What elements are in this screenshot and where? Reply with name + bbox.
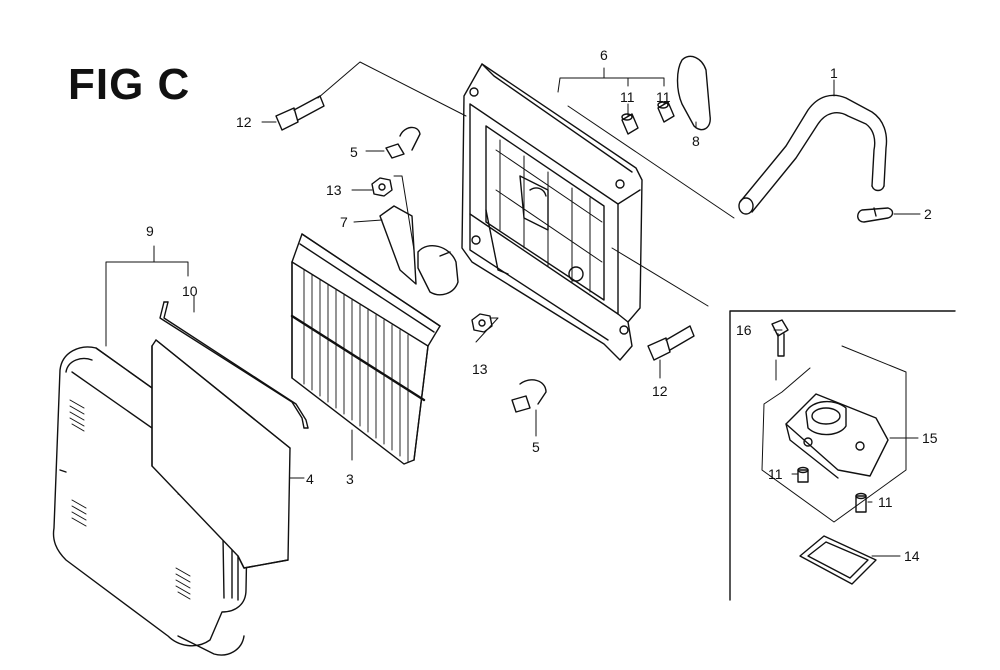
callout-10: 10	[182, 283, 198, 299]
callout-11d: 11	[878, 494, 893, 510]
figure-title: FIG C	[68, 60, 191, 109]
callout-15: 15	[922, 430, 938, 446]
collar-11a	[621, 113, 639, 135]
callout-1: 1	[830, 65, 838, 81]
nut-13b	[471, 313, 493, 333]
inset-frame	[729, 310, 956, 601]
seal-ring	[159, 301, 309, 429]
callout-8: 8	[692, 133, 700, 149]
paper-filter	[290, 233, 441, 465]
breather-chamber	[785, 393, 889, 479]
callout-7: 7	[340, 214, 348, 230]
collar-11c	[797, 466, 809, 483]
callout-16: 16	[736, 322, 752, 338]
element-bracket	[379, 205, 459, 296]
callout-14: 14	[904, 548, 920, 564]
gasket-14	[799, 535, 877, 585]
callout-11c: 11	[768, 466, 783, 482]
clamp-5a	[385, 126, 421, 159]
clamp-5b	[511, 379, 547, 413]
collar-11b	[657, 101, 675, 123]
bolt-12b	[647, 325, 695, 361]
callout-13a: 13	[326, 182, 342, 198]
bolt-16	[771, 319, 789, 357]
callout-5a: 5	[350, 144, 358, 160]
hose-clip	[857, 207, 894, 223]
callout-6: 6	[600, 47, 608, 63]
nut-13a	[371, 177, 393, 197]
air-cleaner-case	[461, 63, 643, 361]
foam-element	[151, 339, 291, 569]
callout-4: 4	[306, 471, 314, 487]
filter-pleats	[303, 269, 409, 463]
gasket-8	[676, 55, 711, 131]
callout-3: 3	[346, 471, 354, 487]
callout-9: 9	[146, 223, 154, 239]
breather-tube	[738, 94, 888, 215]
bolt-12a	[275, 95, 325, 131]
callout-11a: 11	[620, 89, 635, 105]
callout-labels: 1 2 3 4 5 5 6 7 8 9 10 11 11 11 11 12 12…	[146, 47, 938, 564]
leader-lines	[105, 61, 921, 557]
callout-12a: 12	[236, 114, 252, 130]
callout-12b: 12	[652, 383, 668, 399]
callout-11b: 11	[656, 89, 671, 105]
callout-5b: 5	[532, 439, 540, 455]
callout-13b: 13	[472, 361, 488, 377]
callout-2: 2	[924, 206, 932, 222]
